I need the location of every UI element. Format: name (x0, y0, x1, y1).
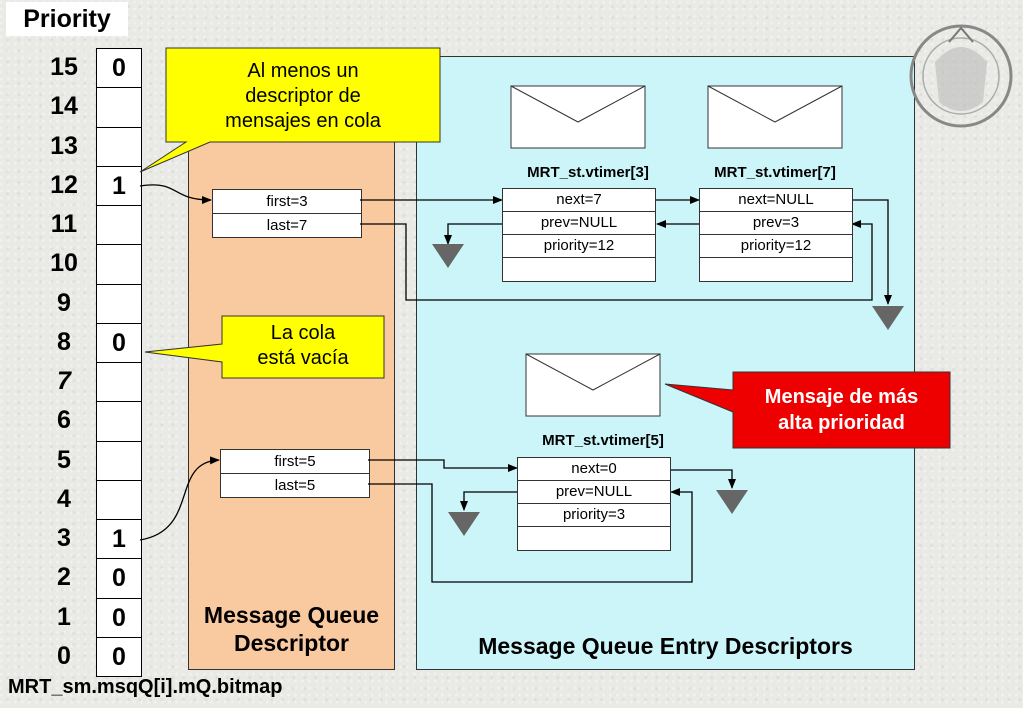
priority-field: priority=12 (503, 235, 655, 258)
priority-7: 7 (57, 367, 71, 395)
empty-field (700, 258, 852, 281)
callout-line: Mensaje de más (764, 386, 919, 408)
priority-10: 10 (50, 249, 78, 278)
priority-field: priority=12 (700, 235, 852, 258)
priority-6: 6 (57, 406, 71, 435)
priority-5: 5 (57, 445, 71, 474)
callout-queue-empty (144, 315, 385, 379)
empty-field (518, 527, 670, 550)
ground-icon (448, 512, 480, 536)
priority-3: 3 (57, 524, 71, 552)
bitmap-label: MRT_sm.msqQ[i].mQ.bitmap (8, 676, 283, 698)
bitmap-cell-2: 0 (97, 559, 141, 599)
callout-line: está vacía (257, 347, 349, 369)
ground-icon (716, 490, 748, 514)
last-field: last=7 (266, 217, 308, 234)
queue-descriptor-priority-3: first=5 last=5 (220, 449, 370, 498)
callout-line: mensajes en cola (225, 110, 381, 132)
bitmap-cell-1: 0 (97, 599, 141, 638)
bitmap-cell-14 (97, 88, 141, 128)
bitmap-cell-6 (97, 402, 141, 442)
envelope-icon (510, 85, 646, 149)
arrow-bitmap12-to-descriptor (139, 184, 212, 204)
callout-queue-empty-text: La cola está vacía (224, 321, 382, 371)
next-field: next=NULL (700, 189, 852, 212)
bitmap-cell-0: 0 (112, 642, 126, 671)
arrow-next-null-vtimer7 (852, 199, 892, 305)
arrow-first-to-vtimer5 (368, 459, 518, 472)
next-field: next=7 (503, 189, 655, 212)
university-seal-icon (909, 24, 1013, 128)
bitmap-column: 0 1 0 1 0 0 0 (96, 48, 142, 677)
bitmap-cell-12: 1 (97, 167, 141, 206)
priority-2: 2 (57, 563, 71, 592)
first-field: first=3 (213, 190, 361, 214)
queue-descriptor-priority-12: first=3 last=7 (212, 189, 362, 238)
priority-11: 11 (50, 210, 78, 238)
bitmap-cell-15: 0 (97, 49, 141, 89)
label-line-2: Descriptor (233, 630, 350, 656)
priority-1: 1 (57, 602, 71, 631)
prev-field: prev=NULL (503, 212, 655, 235)
priority-field: priority=3 (518, 504, 670, 527)
arrow-prev-null-vtimer3 (444, 223, 502, 245)
entry-vtimer3: next=7 prev=NULL priority=12 (502, 188, 656, 282)
bitmap-cell-13 (97, 128, 141, 167)
arrow-last-to-vtimer5 (368, 483, 693, 583)
callout-highest-priority-text: Mensaje de más alta prioridad (735, 384, 948, 436)
priority-title: Priority (6, 2, 128, 36)
prev-field: prev=NULL (518, 481, 670, 504)
priority-12: 12 (50, 170, 78, 199)
callout-at-least-one (139, 47, 441, 173)
callout-line: La cola (270, 322, 336, 344)
bitmap-cell-8: 0 (97, 324, 141, 363)
arrow-bitmap3-to-descriptor (139, 456, 220, 541)
next-field: next=0 (518, 458, 670, 481)
priority-0: 0 (57, 641, 71, 670)
arrow-prev-vtimer5 (460, 491, 517, 511)
priority-14: 14 (50, 92, 78, 121)
callout-highest-priority (664, 371, 951, 449)
envelope-icon (707, 85, 843, 149)
bitmap-cell-5 (97, 442, 141, 481)
bitmap-cell-10 (97, 245, 141, 285)
empty-field (503, 258, 655, 281)
bitmap-cell-3: 1 (97, 520, 141, 560)
priority-column: 15 14 13 12 11 10 9 8 7 6 5 4 3 2 1 0 (40, 48, 88, 676)
priority-8: 8 (57, 327, 71, 356)
first-field: first=5 (221, 450, 369, 474)
entry-vtimer7: next=NULL prev=3 priority=12 (699, 188, 853, 282)
callout-line: Al menos un (247, 60, 359, 82)
vtimer5-title: MRT_st.vtimer[5] (542, 432, 664, 449)
ground-icon (432, 244, 464, 268)
ground-icon (872, 306, 904, 330)
message-queue-entry-label: Message Queue Entry Descriptors (478, 633, 853, 659)
bitmap-cell-9 (97, 285, 141, 324)
priority-4: 4 (57, 484, 71, 513)
vtimer7-title: MRT_st.vtimer[7] (714, 164, 836, 181)
prev-field: prev=3 (700, 212, 852, 235)
envelope-icon (525, 353, 661, 417)
bitmap-cell-11 (97, 206, 141, 246)
arrow-next-vtimer5 (668, 469, 736, 489)
bitmap-cell-4 (97, 481, 141, 520)
last-field: last=5 (274, 477, 316, 494)
arrow-last-to-vtimer7 (360, 220, 873, 301)
priority-15: 15 (50, 53, 78, 81)
vtimer3-title: MRT_st.vtimer[3] (527, 164, 649, 181)
message-queue-descriptor-label: Message Queue Descriptor (189, 601, 394, 657)
label-line-1: Message Queue (203, 602, 380, 628)
entry-vtimer5: next=0 prev=NULL priority=3 (517, 457, 671, 551)
bitmap-cell-7 (97, 363, 141, 403)
callout-at-least-one-text: Al menos un descriptor de mensajes en co… (172, 59, 434, 134)
priority-13: 13 (50, 131, 78, 160)
callout-line: descriptor de (245, 85, 361, 107)
callout-line: alta prioridad (778, 412, 905, 434)
message-queue-entry-panel: Message Queue Entry Descriptors (416, 56, 915, 670)
priority-9: 9 (57, 288, 71, 317)
